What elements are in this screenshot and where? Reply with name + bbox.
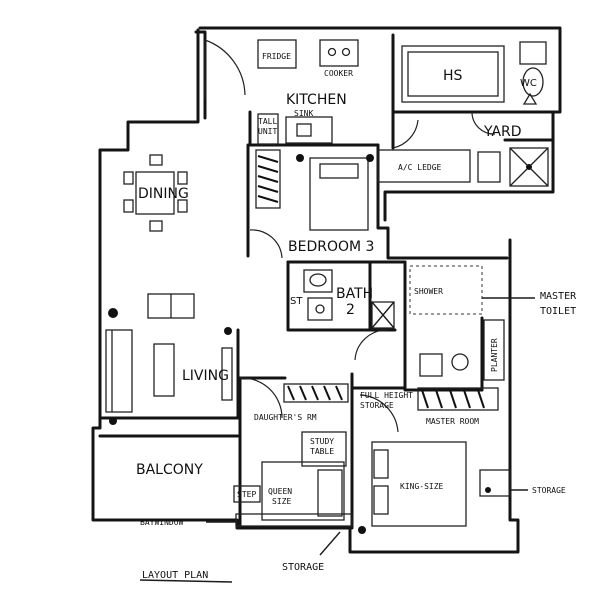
shower-label: SHOWER xyxy=(414,287,443,296)
st-label: ST xyxy=(290,296,303,307)
living-label: LIVING xyxy=(182,368,229,384)
planter-label: PLANTER xyxy=(490,338,499,372)
queen-size-label-line1: QUEEN xyxy=(268,487,292,496)
yard-label: YARD xyxy=(483,124,522,140)
interior-walls xyxy=(98,33,555,530)
balcony-details xyxy=(235,513,353,527)
master-room-furniture xyxy=(358,387,511,534)
study-table-label-line2: TABLE xyxy=(310,447,334,456)
balcony-label: BALCONY xyxy=(136,462,203,478)
bath2-fixtures xyxy=(303,269,395,329)
dining-set xyxy=(123,154,188,232)
master-toilet-callout-line1: MASTER xyxy=(540,291,577,302)
master-toilet-callout-line2: TOILET xyxy=(540,306,576,317)
plan-title: LAYOUT PLAN xyxy=(142,570,208,581)
tall-unit-label-line1: TALL xyxy=(258,117,277,126)
storage-right-callout: STORAGE xyxy=(532,486,566,495)
living-furniture xyxy=(105,293,233,425)
kitchen-fixtures xyxy=(257,39,549,187)
queen-size-label-line2: SIZE xyxy=(272,497,291,506)
master-toilet-fixtures xyxy=(409,265,505,381)
sink-label: SINK xyxy=(294,109,313,118)
daughters-room-label: DAUGHTER'S RM xyxy=(254,413,317,422)
step-label: STEP xyxy=(237,490,256,499)
full-height-storage-label-line2: STORAGE xyxy=(360,401,394,410)
bath2-label-line2: 2 xyxy=(346,302,355,318)
bath2-label-line1: BATH xyxy=(336,286,373,302)
king-size-label: KING-SIZE xyxy=(400,482,444,491)
dining-label: DINING xyxy=(138,186,189,202)
daughters-room-furniture xyxy=(233,383,349,521)
tall-unit-label-line2: UNIT xyxy=(258,127,277,136)
doors xyxy=(204,39,496,433)
cooker-label: COOKER xyxy=(324,69,353,78)
ac-ledge-label: A/C LEDGE xyxy=(398,163,442,172)
bedroom3-label: BEDROOM 3 xyxy=(288,239,374,255)
wc-label: WC xyxy=(520,78,537,89)
master-room-label: MASTER ROOM xyxy=(426,417,479,426)
full-height-storage-label-line1: FULL HEIGHT xyxy=(360,391,413,400)
study-table-label-line1: STUDY xyxy=(310,437,334,446)
kitchen-label: KITCHEN xyxy=(286,92,347,108)
fridge-label: FRIDGE xyxy=(262,52,291,61)
storage-bottom-callout: STORAGE xyxy=(282,562,324,573)
bedroom3-furniture xyxy=(255,149,374,231)
baywindow-callout: BAYWINDOW xyxy=(140,518,184,527)
hs-label: HS xyxy=(443,68,463,84)
callout-lines xyxy=(139,297,535,583)
